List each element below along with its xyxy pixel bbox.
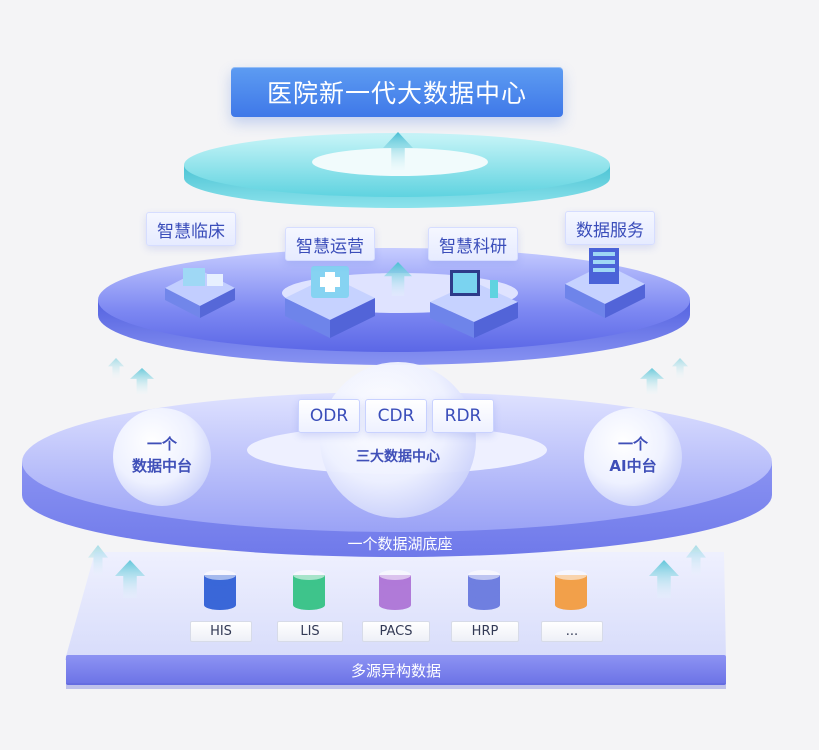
center-tag-cdr: CDR [365,399,427,433]
right-platform-line2: AI中台 [609,457,657,475]
up-arrow-icon [686,545,706,575]
database-icon [204,570,236,610]
up-arrow-icon [383,132,413,170]
flow-arrows [88,132,706,598]
core-sphere [320,362,476,518]
right-sphere [584,408,682,506]
clinical-illustration [165,268,235,318]
left-platform-line2: 数据中台 [131,457,192,475]
up-arrow-icon [640,368,664,394]
right-platform-line1: 一个 [617,435,648,453]
source-label: HIS [190,621,252,642]
source-label: PACS [362,621,430,642]
operations-illustration [285,266,375,338]
lake-label: 一个数据湖底座 [347,535,453,553]
up-arrow-icon [130,368,154,394]
up-arrow-icon [384,262,412,296]
page-title: 医院新一代大数据中心 [231,67,563,117]
left-platform-label: 一个 数据中台 [112,433,212,477]
center-tag-rdr: RDR [432,399,494,433]
source-label: HRP [451,621,519,642]
database-icon [468,570,500,610]
up-arrow-icon [649,560,679,598]
database-icon [555,570,587,610]
up-arrow-icon [108,358,124,378]
up-arrow-icon [672,358,688,378]
up-arrow-icon [88,545,108,575]
app-tag-operations: 智慧运营 [285,227,375,261]
center-tag-odr: ODR [298,399,360,433]
database-icon [293,570,325,610]
right-platform-label: 一个 AI中台 [583,433,683,477]
source-label: LIS [277,621,343,642]
research-illustration [430,270,518,338]
base-label: 多源异构数据 [350,662,441,680]
left-platform-line1: 一个 [146,435,177,453]
database-icons [204,570,587,610]
left-sphere [113,408,211,506]
app-tag-service: 数据服务 [565,211,655,245]
core-label: 三大数据中心 [356,449,440,465]
app-tag-clinical: 智慧临床 [146,212,236,246]
database-icon [379,570,411,610]
service-illustration [565,248,645,318]
source-label: ... [541,621,603,642]
up-arrow-icon [115,560,145,598]
app-tag-research: 智慧科研 [428,227,518,261]
